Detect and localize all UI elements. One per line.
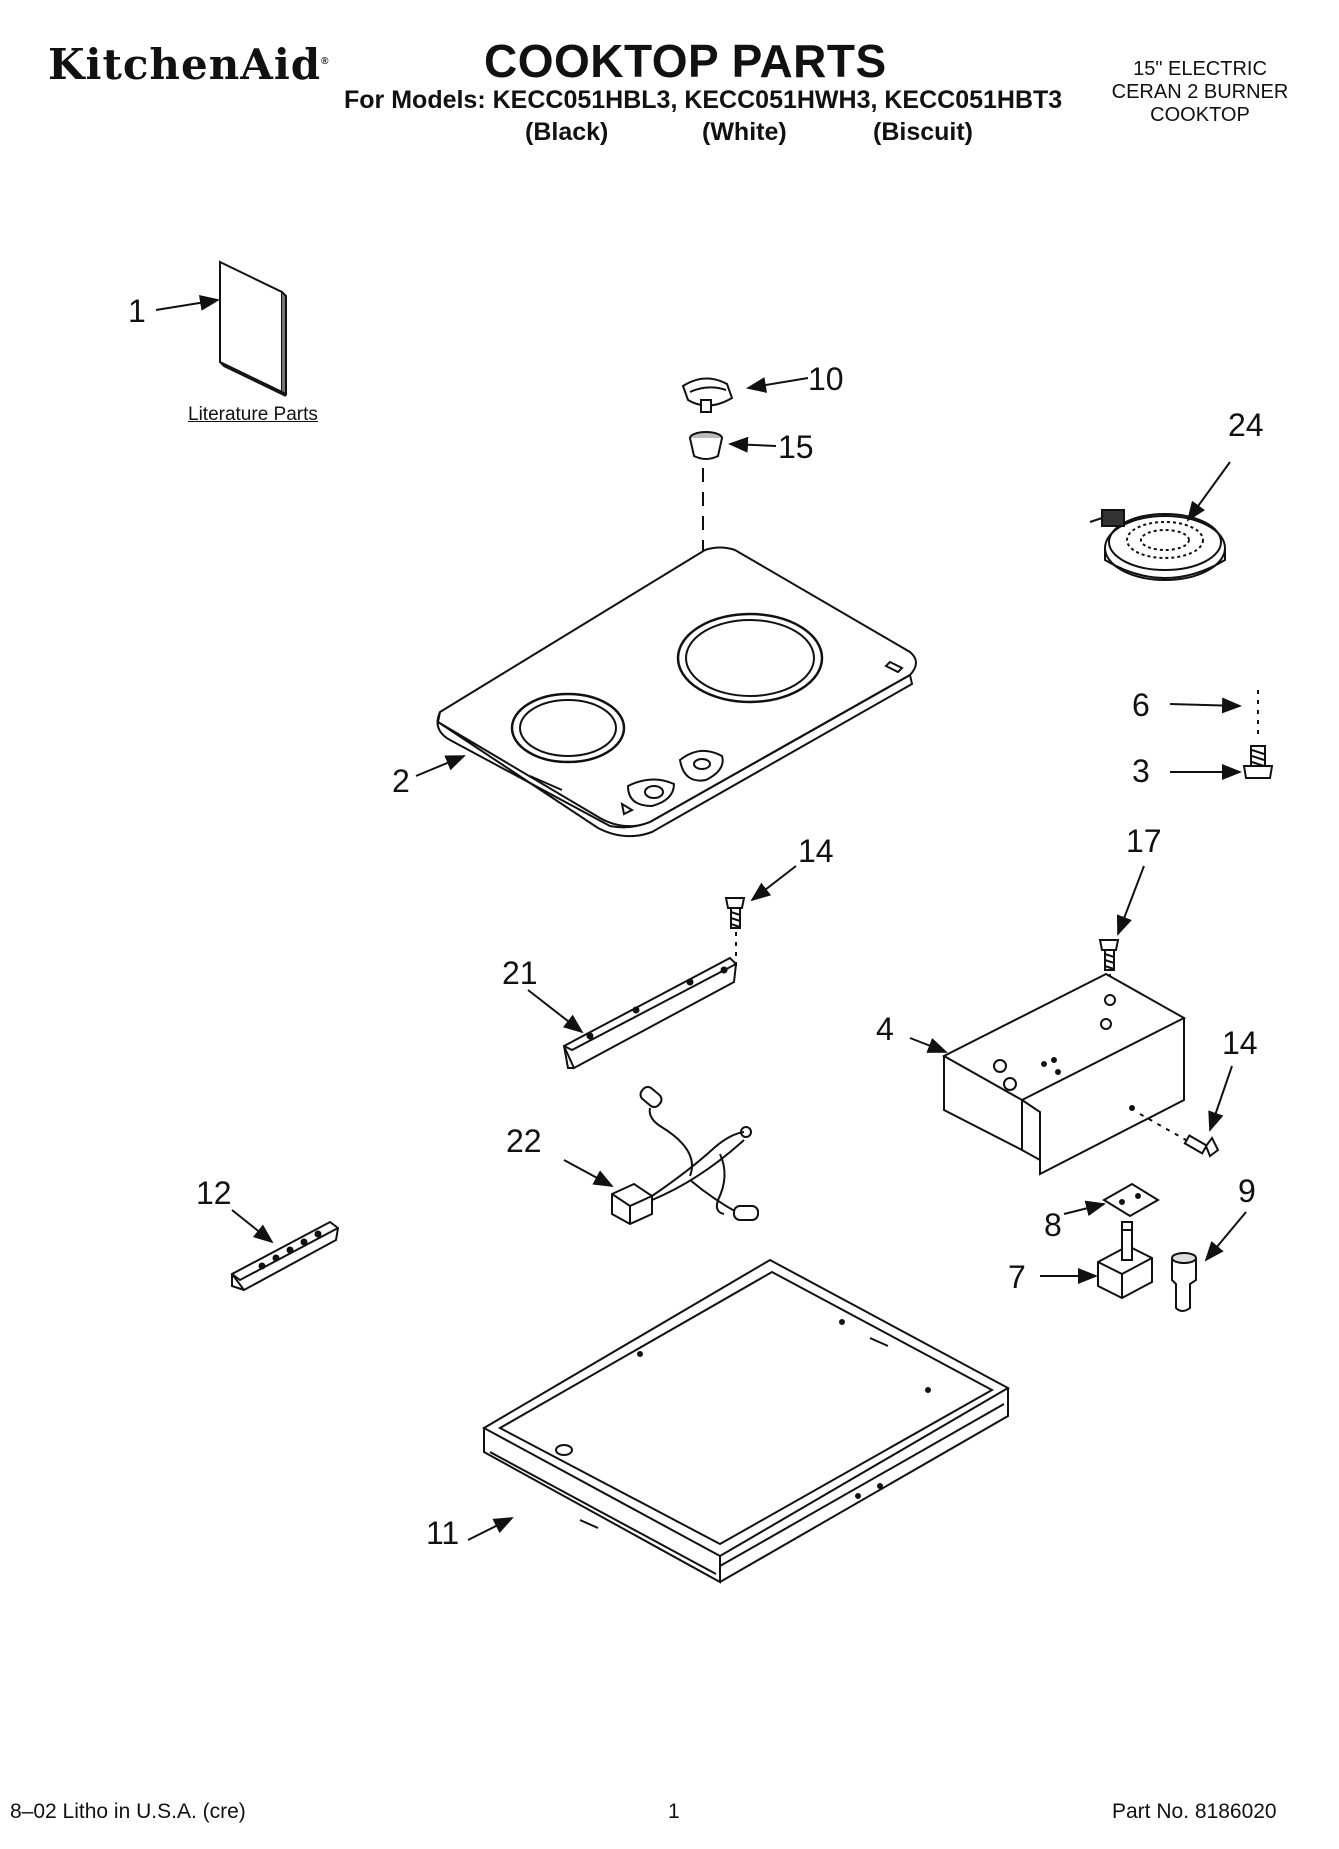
leader-17 <box>1116 865 1145 936</box>
switch-housing <box>941 972 1187 1176</box>
callout-9: 9 <box>1238 1173 1256 1209</box>
literature-booklet <box>219 260 287 397</box>
leader-12 <box>231 1209 274 1244</box>
callout-10: 10 <box>808 361 844 397</box>
switch-plate <box>1102 1182 1160 1218</box>
brand-name: KitchenAid <box>48 40 322 89</box>
brand-mark: ® <box>321 56 330 67</box>
page-title: COOKTOP PARTS <box>484 35 887 87</box>
callout-1: 1 <box>128 293 146 329</box>
leader-4 <box>909 1037 948 1053</box>
callout-15: 15 <box>778 429 814 465</box>
knob-stem <box>1171 1252 1197 1312</box>
radiant-element <box>1089 509 1226 581</box>
bracket-screw <box>724 897 746 929</box>
callout-8: 8 <box>1044 1207 1062 1243</box>
variant-black: (Black) <box>525 118 609 146</box>
leader-24 <box>1186 461 1231 522</box>
control-knob <box>681 377 734 413</box>
description-line-3: COOKTOP <box>1150 104 1250 126</box>
leader-6 <box>1169 697 1242 714</box>
variant-biscuit: (Biscuit) <box>873 118 973 146</box>
callout-24: 24 <box>1228 407 1264 443</box>
callout-12: 12 <box>196 1175 232 1211</box>
brand-logo: KitchenAid® <box>48 40 330 89</box>
leader-1 <box>155 294 220 311</box>
leader-14a <box>750 865 797 902</box>
housing-screw <box>1098 939 1120 971</box>
product-description: 15" ELECTRIC CERAN 2 BURNER COOKTOP <box>1080 58 1320 127</box>
mounting-strip <box>230 1220 340 1292</box>
callout-22: 22 <box>506 1123 542 1159</box>
assembly-line-side <box>1139 1113 1187 1141</box>
glass-cooktop <box>436 546 917 838</box>
callout-4: 4 <box>876 1011 894 1047</box>
footer-litho: 8–02 Litho in U.S.A. (cre) <box>10 1800 246 1823</box>
leader-2 <box>415 755 466 777</box>
description-line-1: 15" ELECTRIC <box>1133 58 1267 80</box>
callout-14b: 14 <box>1222 1025 1258 1061</box>
callout-3: 3 <box>1132 753 1150 789</box>
leader-14b <box>1208 1065 1233 1132</box>
housing-side-screw <box>1183 1134 1220 1158</box>
page-number: 1 <box>668 1800 680 1823</box>
callout-17: 17 <box>1126 823 1162 859</box>
support-bracket <box>562 956 738 1070</box>
callout-11: 11 <box>426 1515 459 1551</box>
leader-11 <box>467 1517 514 1541</box>
part-number: Part No. 8186020 <box>1112 1800 1277 1823</box>
literature-parts-label: Literature Parts <box>188 404 318 425</box>
leader-9 <box>1204 1211 1247 1262</box>
models-line: For Models: KECC051HBL3, KECC051HWH3, KE… <box>344 86 1063 114</box>
callout-21: 21 <box>502 955 538 991</box>
leader-15 <box>728 436 777 453</box>
callout-6: 6 <box>1132 687 1150 723</box>
leader-10 <box>746 377 809 393</box>
description-line-2: CERAN 2 BURNER <box>1111 81 1289 103</box>
leader-8 <box>1063 1200 1106 1217</box>
knob-insert <box>689 431 723 460</box>
callout-2: 2 <box>392 763 410 799</box>
base-pan <box>481 1258 1011 1584</box>
leader-22 <box>563 1159 614 1187</box>
mounting-screw <box>1242 745 1274 779</box>
callout-7: 7 <box>1008 1259 1026 1295</box>
wiring-harness <box>611 1086 759 1226</box>
infinite-switch <box>1097 1221 1153 1300</box>
variant-white: (White) <box>702 118 787 146</box>
callout-14a: 14 <box>798 833 834 869</box>
leader-21 <box>527 989 584 1034</box>
